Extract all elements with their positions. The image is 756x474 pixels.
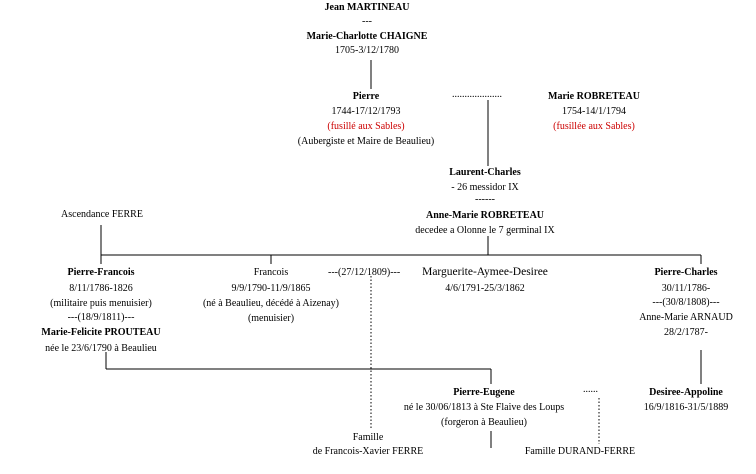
person-francois: Francois: [253, 267, 289, 278]
pierre-eugene-birth: né le 30/06/1813 à Ste Flaive des Loups: [403, 402, 565, 413]
marie-robreteau-note: (fusillée aux Sables): [553, 121, 635, 132]
francois-occupation: (menuisier): [247, 313, 295, 324]
pierre-eugene-occupation: (forgeron à Beaulieu): [441, 417, 527, 428]
person-marie-robreteau: Marie ROBRETEAU: [548, 91, 640, 102]
chaigne-dates: 1705-3/12/1780: [335, 45, 399, 56]
couple-separator: ---: [362, 16, 372, 27]
marguerite-dates: 4/6/1791-25/3/1862: [445, 283, 525, 294]
couple-separator: ------: [475, 194, 495, 205]
pierre-francois-occupation: (militaire puis menuisier): [50, 298, 152, 309]
francois-dates: 9/9/1790-11/9/1865: [231, 283, 311, 294]
person-pierre-charles: Pierre-Charles: [654, 267, 718, 278]
couple-separator: ......: [583, 384, 598, 395]
laurent-charles-dates: - 26 messidor IX: [451, 182, 519, 193]
ascendance-ferre-label: Ascendance FERRE: [61, 209, 143, 220]
person-laurent-charles: Laurent-Charles: [449, 167, 521, 178]
pierre-dates: 1744-17/12/1793: [331, 106, 401, 117]
person-anne-marie-robreteau: Anne-Marie ROBRETEAU: [425, 210, 545, 221]
person-jean-martineau: Jean MARTINEAU: [324, 2, 410, 13]
marie-felicite-birth: née le 23/6/1790 à Beaulieu: [45, 343, 157, 354]
person-pierre: Pierre: [352, 91, 380, 102]
pierre-charles-dates: 30/11/1786-: [661, 283, 711, 294]
pierre-charles-marriage: ---(30/8/1808)---: [652, 297, 720, 308]
francois-birth-death: (né à Beaulieu, décédé à Aizenay): [202, 298, 340, 309]
person-pierre-eugene: Pierre-Eugene: [453, 387, 515, 398]
marriage-1809: ---(27/12/1809)---: [328, 267, 401, 278]
pierre-francois-dates: 8/11/1786-1826: [69, 283, 133, 294]
famille-ferre-name: de Francois-Xavier FERRE: [312, 446, 424, 457]
pierre-note: (fusillé aux Sables): [327, 121, 405, 132]
person-marguerite-aymee-desiree: Marguerite-Aymee-Desiree: [422, 266, 548, 278]
pierre-francois-marriage: ---(18/9/1811)---: [67, 312, 135, 323]
couple-separator: ....................: [452, 89, 502, 100]
anne-marie-arnaud-dates: 28/2/1787-: [664, 327, 708, 338]
person-anne-marie-arnaud: Anne-Marie ARNAUD: [639, 312, 733, 323]
person-pierre-francois: Pierre-Francois: [67, 267, 135, 278]
anne-marie-death: decedee a Olonne le 7 germinal IX: [415, 225, 555, 236]
pierre-occupation: (Aubergiste et Maire de Beaulieu): [297, 136, 435, 147]
marie-robreteau-dates: 1754-14/1/1794: [562, 106, 626, 117]
person-marie-felicite-prouteau: Marie-Felicite PROUTEAU: [41, 327, 161, 338]
desiree-appoline-dates: 16/9/1816-31/5/1889: [643, 402, 729, 413]
famille-durand-ferre: Famille DURAND-FERRE: [524, 446, 636, 457]
famille-ferre-label: Famille: [352, 432, 384, 443]
person-desiree-appoline: Desiree-Appoline: [649, 387, 723, 398]
person-marie-charlotte-chaigne: Marie-Charlotte CHAIGNE: [306, 31, 428, 42]
